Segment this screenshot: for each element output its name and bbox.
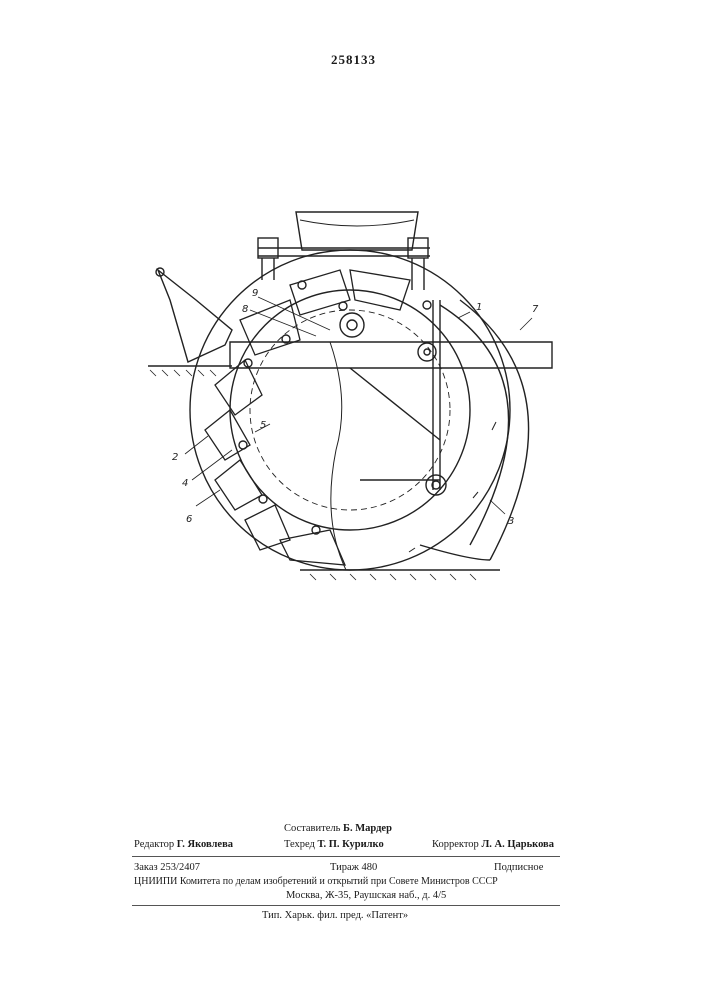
subscription: Подписное bbox=[494, 861, 543, 875]
label-6: 6 bbox=[186, 514, 192, 525]
printer: Тип. Харьк. фил. пред. «Патент» bbox=[262, 909, 408, 923]
label-5: 5 bbox=[260, 420, 266, 431]
corrector-name: Л. А. Царькова bbox=[481, 839, 554, 850]
compiler-name: Б. Мардер bbox=[343, 823, 392, 834]
right-guard bbox=[440, 305, 509, 545]
corrector-row: Корректор Л. А. Царькова bbox=[432, 838, 554, 852]
label-4: 4 bbox=[182, 478, 188, 489]
top-shaft bbox=[258, 248, 430, 256]
order-number: Заказ 253/2407 bbox=[134, 861, 200, 875]
top-hopper bbox=[296, 212, 418, 250]
techred-name: Т. П. Курилко bbox=[318, 839, 384, 850]
hinge-pins bbox=[239, 281, 431, 534]
label-2: 2 bbox=[172, 452, 178, 463]
editor-name: Г. Яковлева bbox=[177, 839, 233, 850]
institute: ЦНИИПИ Комитета по делам изобретений и о… bbox=[134, 875, 498, 889]
rotor-inner bbox=[230, 290, 470, 530]
corrector-label: Корректор bbox=[432, 839, 479, 850]
compiler-row: Составитель Б. Мардер bbox=[284, 822, 392, 836]
label-3: 3 bbox=[508, 516, 514, 527]
techred-row: Техред Т. П. Курилко bbox=[284, 838, 384, 852]
compiler-label: Составитель bbox=[284, 823, 340, 834]
editor-row: Редактор Г. Яковлева bbox=[134, 838, 233, 852]
label-9: 9 bbox=[252, 288, 258, 299]
label-1: 1 bbox=[476, 302, 482, 313]
editor-label: Редактор bbox=[134, 839, 174, 850]
techred-label: Техред bbox=[284, 839, 315, 850]
label-8: 8 bbox=[242, 304, 248, 315]
circulation: Тираж 480 bbox=[330, 861, 377, 875]
label-7: 7 bbox=[532, 304, 539, 315]
address: Москва, Ж-35, Раушская наб., д. 4/5 bbox=[286, 889, 446, 903]
